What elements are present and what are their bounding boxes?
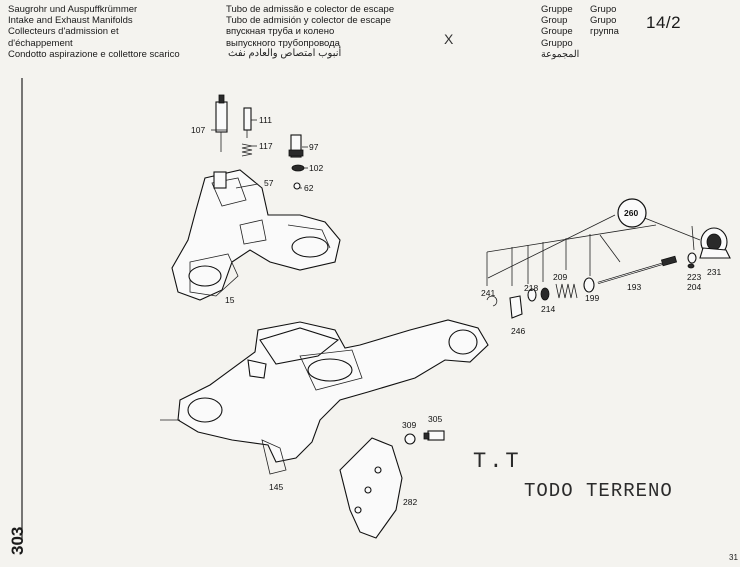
part-label-246: 246: [511, 326, 525, 336]
part-label-209: 209: [553, 272, 567, 282]
part-label-218: 218: [524, 283, 538, 293]
title-ru: впускная труба и колено: [226, 26, 335, 38]
group-label-pt: Grupo: [590, 4, 617, 15]
part-label-15: 15: [225, 295, 235, 305]
x-mark: X: [444, 31, 454, 47]
header-titles-languages-1: Saugrohr und Auspuffkrümmer Intake and E…: [8, 4, 180, 60]
group-number: 14/2: [646, 13, 682, 32]
bolt-and-washer: [404, 430, 445, 445]
part-label-309: 309: [402, 420, 416, 430]
part-label-117: 117: [259, 141, 273, 151]
part-label-57: 57: [264, 178, 274, 188]
title-fr: Collecteurs d'admission et: [8, 26, 119, 38]
part-label-193: 193: [627, 282, 641, 292]
part-label-111: 111: [259, 115, 272, 125]
group-label-en: Group: [541, 15, 568, 27]
part-label-199: 199: [585, 293, 599, 303]
part-label-214: 214: [541, 304, 555, 314]
group-label-ar: المجموعة: [541, 48, 580, 60]
bracket-plate: [339, 437, 403, 539]
page-number: 303: [8, 526, 27, 555]
title-fr-cont: d'échappement: [8, 37, 73, 49]
title-it: Condotto aspirazione e collettore scaric…: [8, 48, 180, 60]
shaft-assembly: [486, 198, 731, 319]
part-label-204: 204: [687, 282, 701, 292]
exhaust-manifold-drawing: [160, 319, 489, 475]
part-label-107: 107: [191, 125, 205, 135]
title-es: Tubo de admisión y colector de escape: [226, 15, 391, 27]
part-label-241: 241: [481, 288, 495, 298]
handwritten-todo-terreno: TODO TERRENO: [524, 480, 673, 502]
group-label-it: Gruppo: [541, 37, 573, 49]
part-label-97: 97: [309, 142, 319, 152]
title-ar: أنبوب امتصاص والعادم نفث: [228, 48, 342, 59]
fittings: [235, 134, 308, 190]
part-label-223: 223: [687, 272, 701, 282]
part-labels: 107 111 117 97 102 57 62 15 260 241 246 …: [191, 115, 721, 507]
injector-assembly: [211, 94, 257, 157]
group-labels-right: Grupo Grupo группа: [590, 4, 619, 38]
part-label-305: 305: [428, 414, 442, 424]
group-label-es: Grupo: [590, 15, 617, 27]
part-label-145: 145: [269, 482, 283, 492]
group-label-ru: группа: [590, 26, 619, 38]
handwritten-tt: T.T: [473, 449, 522, 474]
corner-number: 31: [729, 553, 738, 562]
part-label-102: 102: [309, 163, 323, 173]
title-pt: Tubo de admissão e colector de escape: [226, 4, 395, 15]
part-label-282: 282: [403, 497, 417, 507]
part-label-231: 231: [707, 267, 721, 277]
part-label-260: 260: [624, 208, 638, 218]
title-de: Saugrohr und Auspuffkrümmer: [8, 4, 138, 15]
group-label-de: Gruppe: [541, 4, 573, 15]
group-labels: Gruppe Group Groupe Gruppo المجموعة: [541, 4, 579, 60]
header-titles-languages-2: Tubo de admissão e colector de escape Tu…: [226, 4, 394, 49]
intake-manifold-drawing: [171, 169, 341, 301]
part-label-62: 62: [304, 183, 314, 193]
title-en: Intake and Exhaust Manifolds: [8, 15, 133, 27]
title-ru-cont: выпускного трубопровода: [226, 37, 340, 49]
group-label-fr: Groupe: [541, 26, 573, 38]
